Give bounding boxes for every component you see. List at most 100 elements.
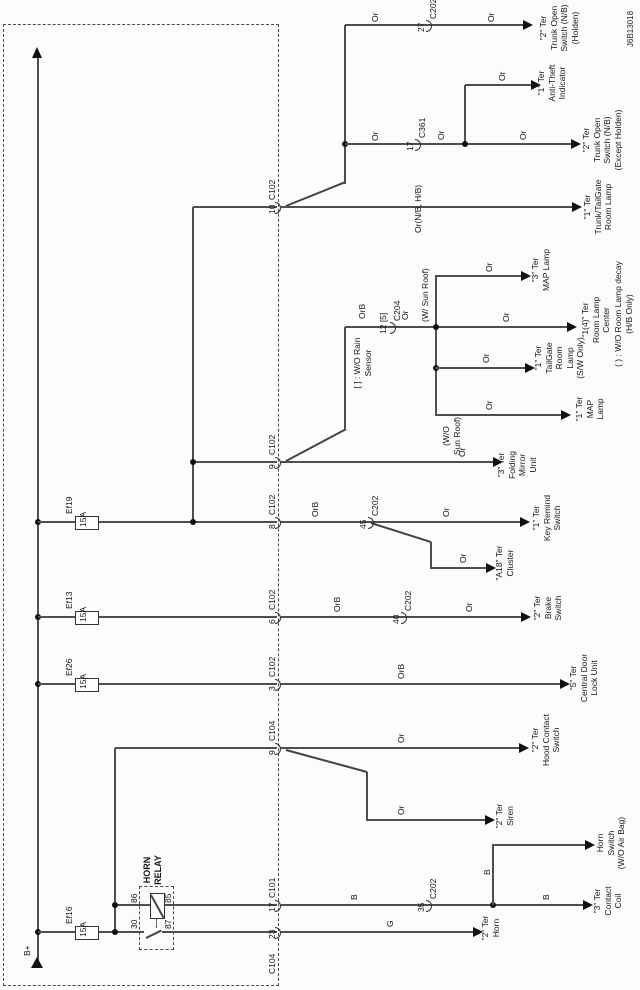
wire-segment xyxy=(38,521,277,523)
relay-pin-87: 87 xyxy=(163,919,173,929)
wire-segment xyxy=(435,276,437,416)
wire-label: Or xyxy=(486,12,496,22)
wire-segment xyxy=(435,275,521,277)
note-rain-sensor: [ ] : W/O Rain Sensor xyxy=(352,334,373,392)
arrow-icon xyxy=(572,202,582,212)
connector-pin: 23 xyxy=(267,929,277,939)
wire-segment xyxy=(114,748,116,933)
relay-link-dashed xyxy=(156,918,159,928)
wire-segment xyxy=(430,542,432,568)
connector-pin: 17 xyxy=(267,902,277,912)
note-with-sunroof: (W/ Sun Roof) xyxy=(420,268,430,322)
junction-dot xyxy=(190,459,196,465)
wire-label: Or xyxy=(441,507,451,517)
wire-label: Or xyxy=(436,130,446,140)
wire-segment xyxy=(193,206,277,208)
connector-name: C104 xyxy=(267,953,277,974)
wire-segment xyxy=(281,747,519,749)
power-bus-line xyxy=(37,57,39,960)
fuse-box-outline xyxy=(3,24,279,986)
wire-label: Or xyxy=(400,310,410,320)
wire-label: OrB xyxy=(310,501,320,517)
fuse-rating: 15A xyxy=(78,511,88,527)
wire-segment xyxy=(492,845,494,905)
fuse-symbol xyxy=(75,516,99,530)
wire-label: Or xyxy=(501,312,511,322)
connector-name: C202 xyxy=(428,878,438,899)
arrow-icon xyxy=(486,563,496,573)
relay-name-line: HORN xyxy=(142,856,152,884)
connector-icon xyxy=(401,612,407,624)
wire-label: B xyxy=(541,894,551,900)
arrow-icon xyxy=(473,927,483,937)
junction-dot xyxy=(112,902,118,908)
connector-name: C202 xyxy=(403,590,413,611)
connector-icon xyxy=(426,20,432,32)
wire-label: B xyxy=(482,869,492,875)
wire-segment xyxy=(281,521,520,523)
fuse-symbol xyxy=(75,678,99,692)
wire-segment xyxy=(281,206,572,208)
connector-name: C101 xyxy=(267,877,277,898)
wire-segment xyxy=(492,844,585,846)
note-line: [ ] : W/O Rain xyxy=(352,337,362,389)
horn-relay-box xyxy=(139,886,174,950)
wire-label: Or xyxy=(458,553,468,563)
connector-pin: 17 xyxy=(405,141,415,151)
wire-label: OrB xyxy=(396,663,406,679)
wire-segment xyxy=(430,567,486,569)
wire-label: Or xyxy=(370,12,380,22)
connector-name: C202 xyxy=(370,495,380,516)
arrow-icon xyxy=(519,743,529,753)
bus-arrow-up-icon xyxy=(32,47,42,58)
wire-segment xyxy=(435,367,525,369)
wire-segment xyxy=(435,414,561,416)
wire-label: Or xyxy=(396,733,406,743)
arrow-icon xyxy=(567,322,577,332)
connector-name: C102 xyxy=(267,494,277,515)
wire-label: Or xyxy=(464,602,474,612)
wire-segment xyxy=(281,904,583,906)
fuse-rating: 15A xyxy=(78,606,88,622)
fuse-name: Ef13 xyxy=(64,591,74,610)
wire-segment xyxy=(38,616,277,618)
junction-dot xyxy=(490,902,496,908)
wire-segment xyxy=(38,683,277,685)
connector-icon xyxy=(368,517,374,529)
arrow-icon xyxy=(571,139,581,149)
connector-pin: 6 xyxy=(267,619,277,624)
wire-segment xyxy=(464,85,466,144)
note-line: (W/O xyxy=(441,426,451,446)
wire-segment xyxy=(115,747,277,749)
wire-segment xyxy=(281,461,493,463)
arrow-icon xyxy=(531,80,541,90)
arrow-icon xyxy=(485,815,495,825)
horn-relay-label: HORN RELAY xyxy=(142,851,163,889)
connector-icon xyxy=(390,322,396,334)
bplus-source-icon xyxy=(31,957,43,968)
wire-segment xyxy=(285,749,368,773)
connector-icon xyxy=(415,139,421,151)
junction-dot xyxy=(433,324,439,330)
connector-name: C361 xyxy=(417,117,427,138)
horn-relay-coil xyxy=(150,893,165,919)
connector-pin: 35 xyxy=(416,902,426,912)
junction-dot xyxy=(190,519,196,525)
arrow-icon xyxy=(585,840,595,850)
connector-name: C102 xyxy=(267,656,277,677)
arrow-icon xyxy=(493,457,503,467)
connector-name: C102 xyxy=(267,179,277,200)
wire-label: B xyxy=(349,894,359,900)
connector-name: C104 xyxy=(267,720,277,741)
